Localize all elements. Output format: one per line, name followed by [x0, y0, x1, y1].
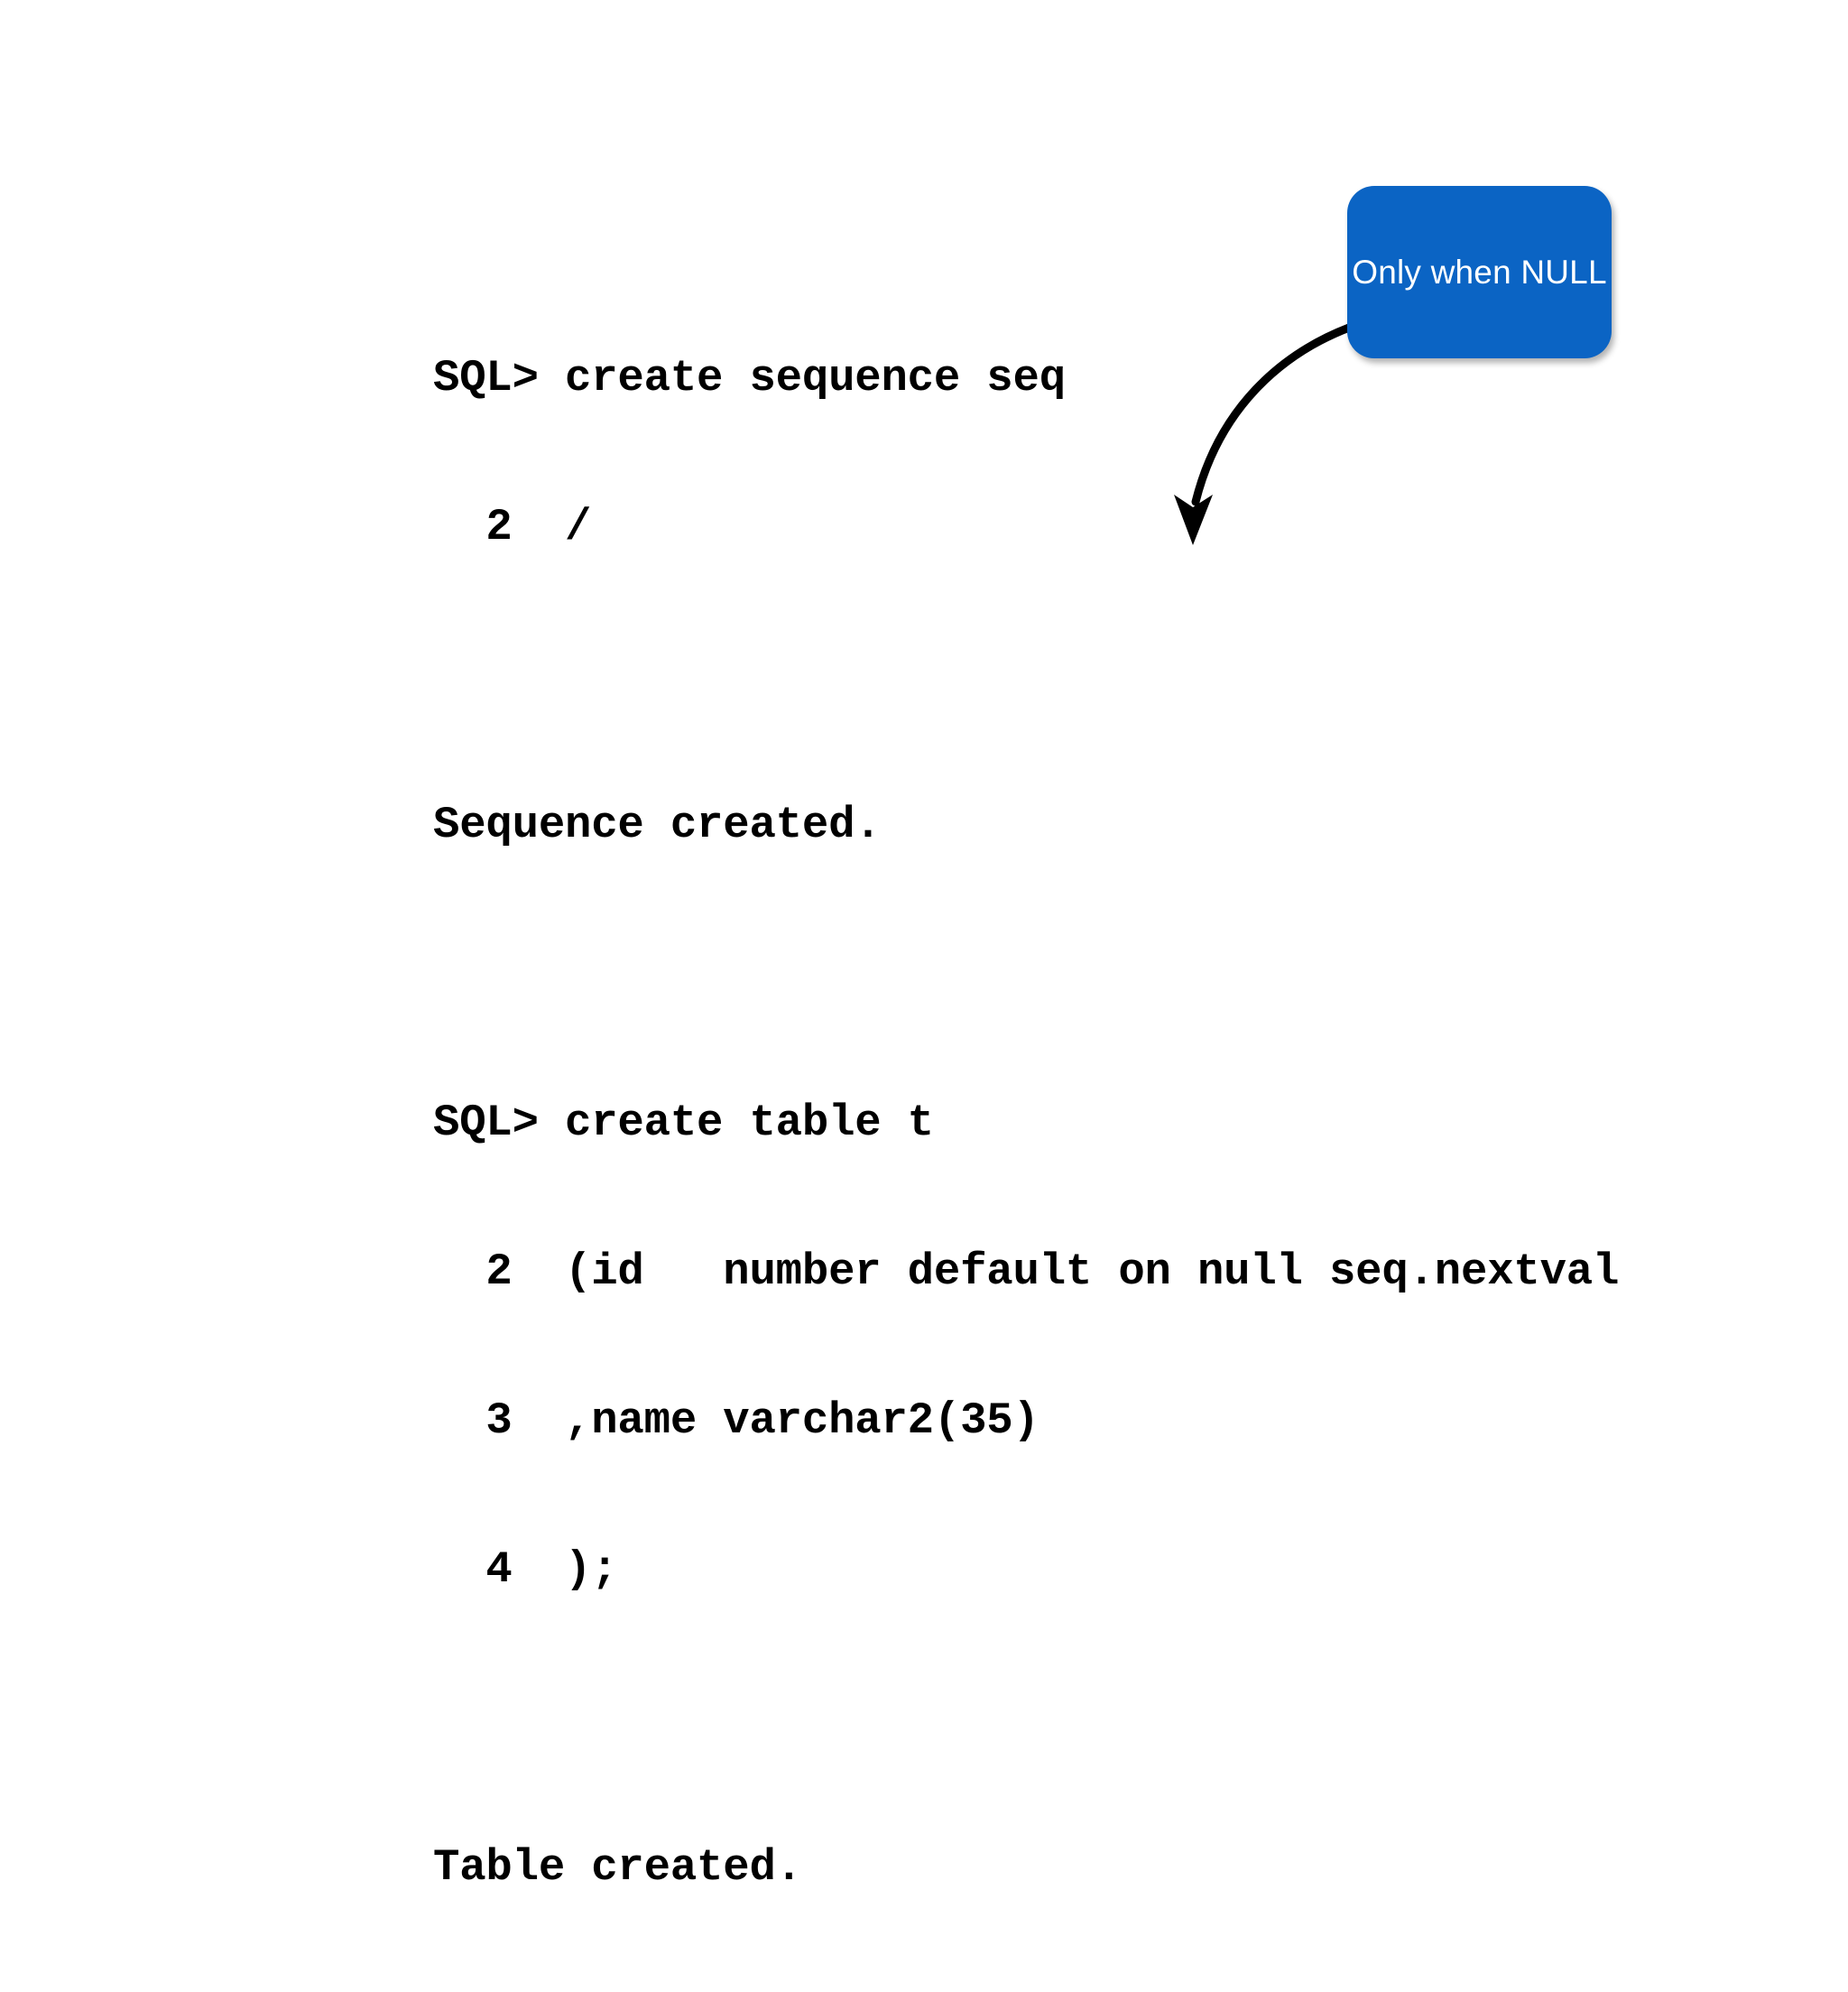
terminal-line-11: Table created.	[433, 1842, 802, 1893]
terminal-line-3	[433, 652, 1619, 701]
callout-box[interactable]: Only when NULL	[1347, 186, 1612, 358]
terminal-line-4: Sequence created.	[433, 800, 882, 850]
sql-terminal-transcript: SQL> create sequence seq 2 / Sequence cr…	[433, 255, 1619, 1992]
callout-label: Only when NULL	[1352, 254, 1607, 291]
terminal-line-5	[433, 950, 1619, 999]
terminal-line-2: 2 /	[433, 502, 592, 552]
terminal-line-9: 4 );	[433, 1544, 618, 1595]
terminal-line-6: SQL> create table t	[433, 1098, 934, 1148]
terminal-line-10	[433, 1694, 1619, 1744]
terminal-line-7: 2 (id number default on null seq.nextval	[433, 1246, 1620, 1297]
terminal-line-8: 3 ,name varchar2(35)	[433, 1395, 1040, 1446]
terminal-line-1: SQL> create sequence seq	[433, 353, 1066, 403]
slide-canvas: SQL> create sequence seq 2 / Sequence cr…	[433, 186, 1620, 1893]
